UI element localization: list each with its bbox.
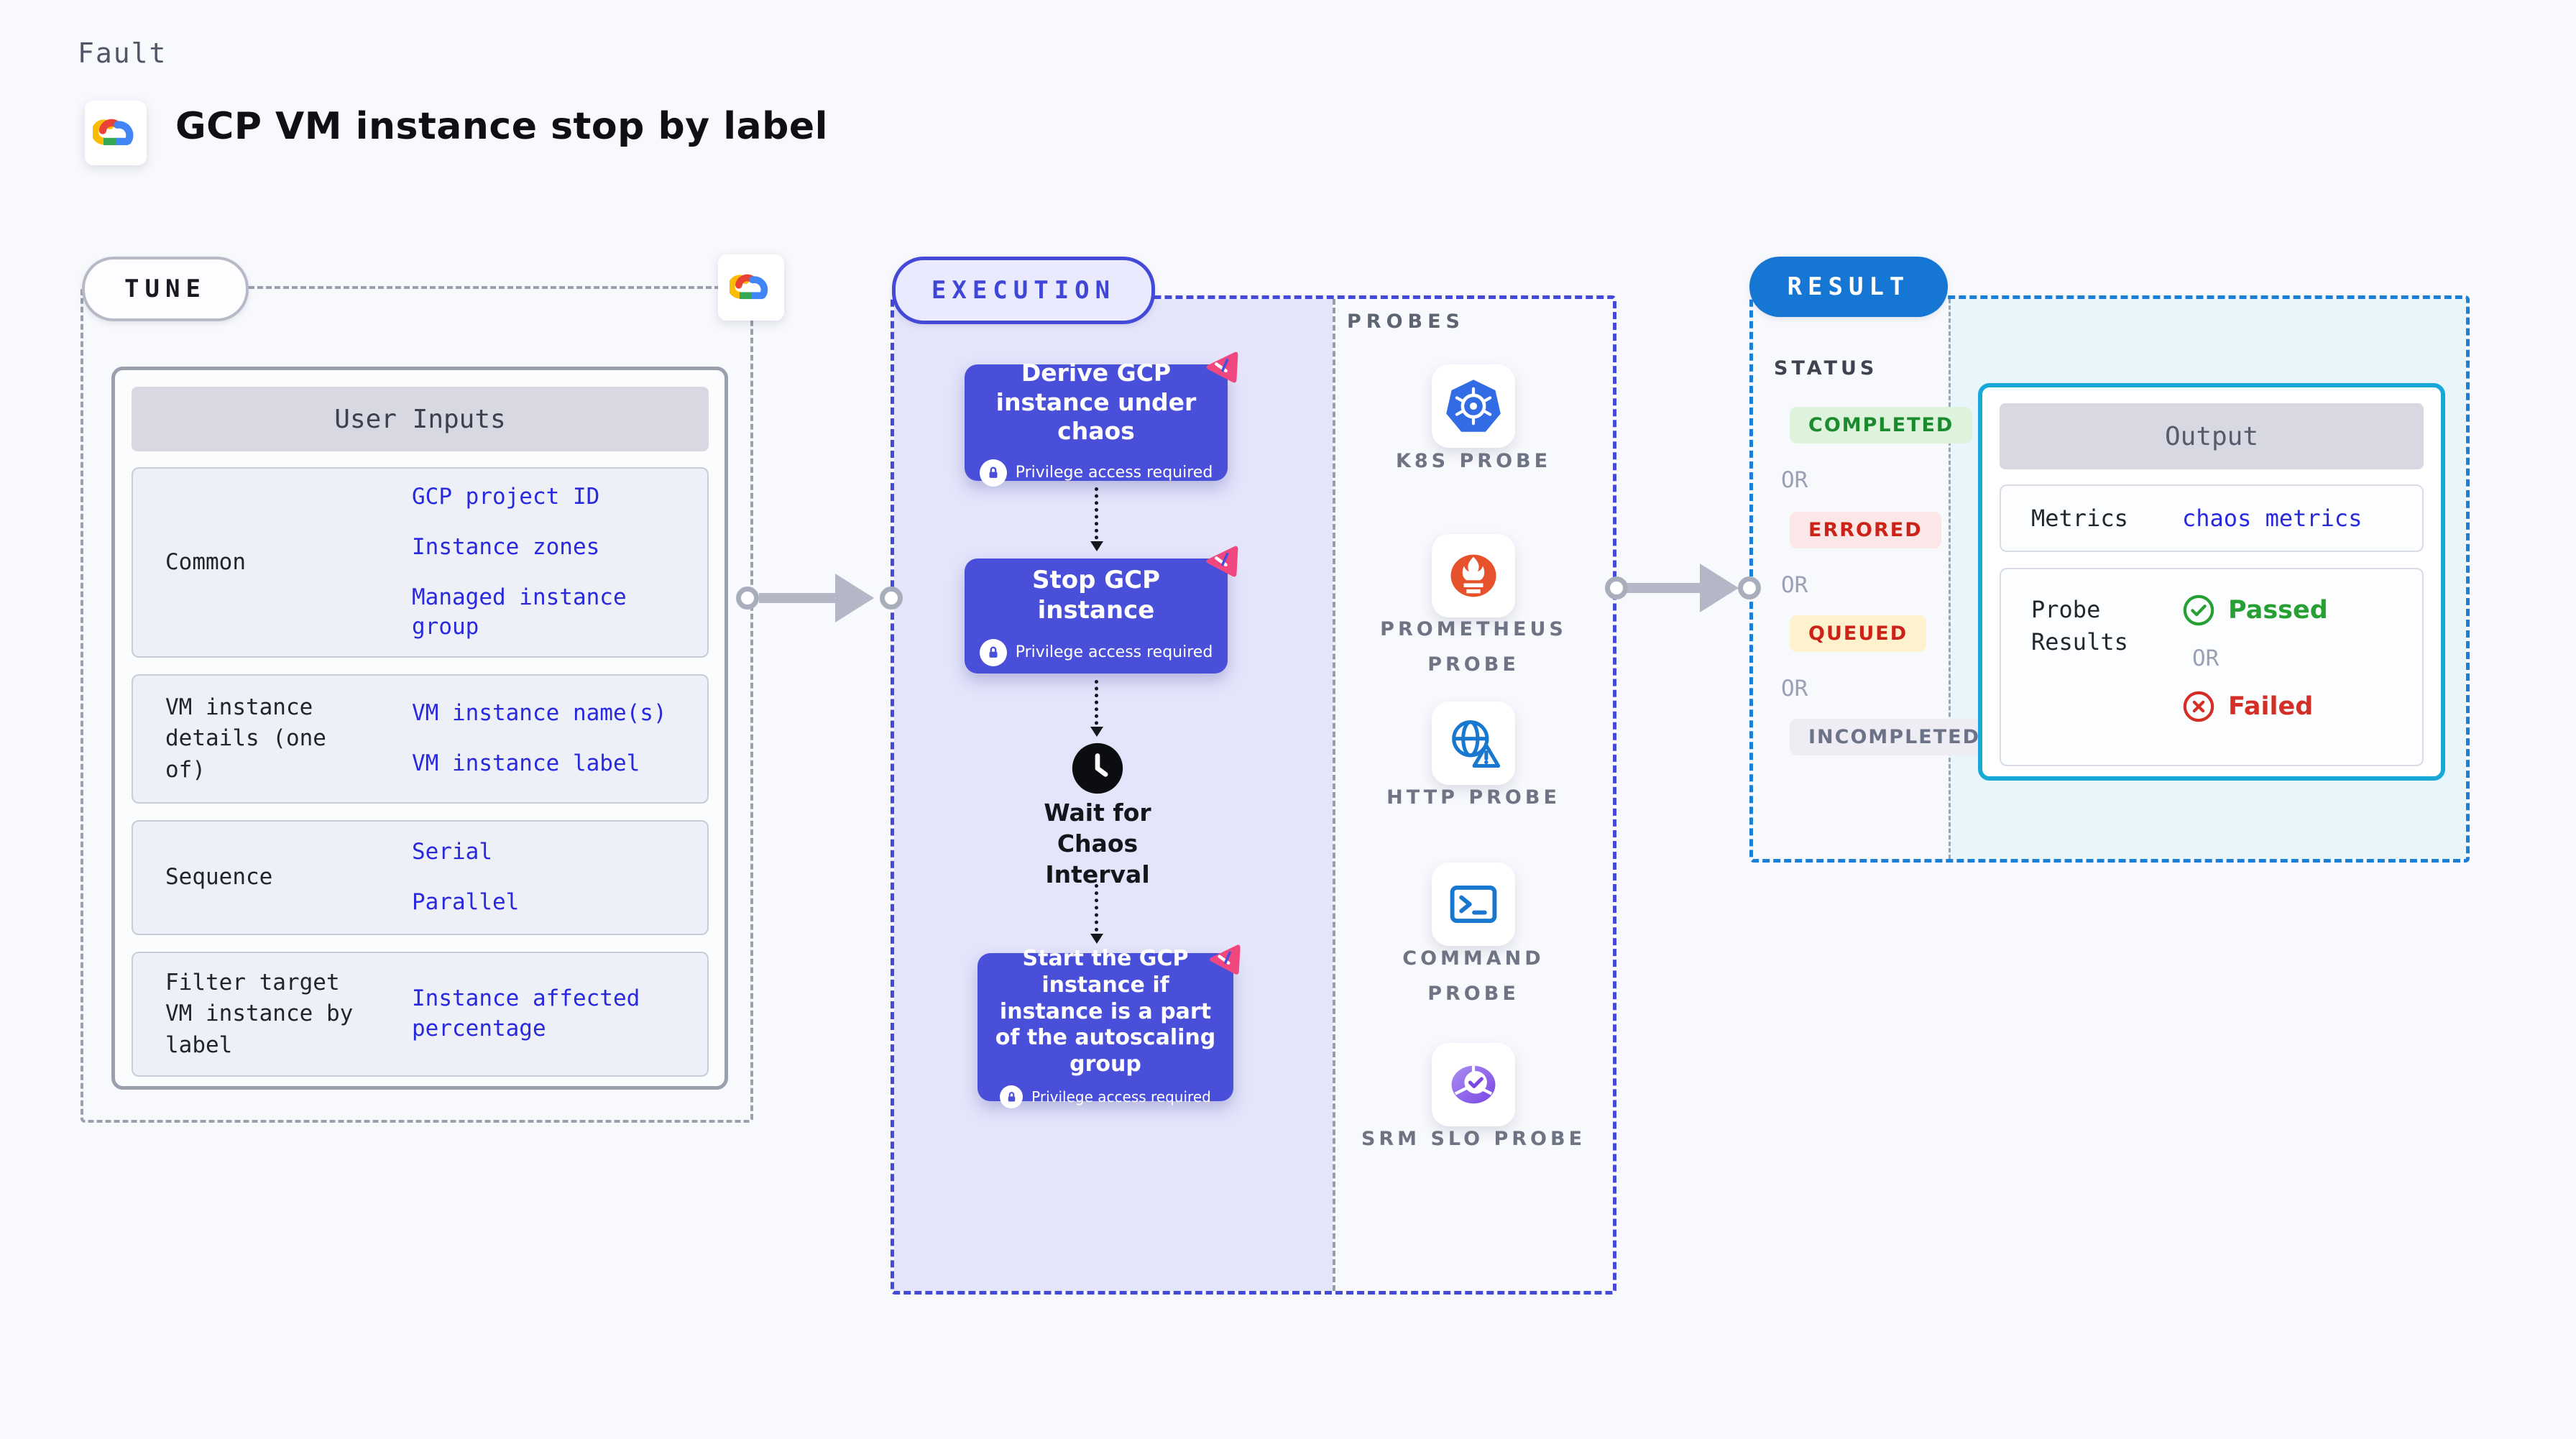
- probe-label: HTTP PROBE: [1386, 786, 1560, 809]
- clock-icon: [1071, 742, 1124, 795]
- result-pill: RESULT: [1749, 257, 1948, 317]
- arrow-tune-to-execution: [759, 574, 874, 622]
- litmus-chaos-icon: [1199, 541, 1242, 584]
- input-row-common: Common GCP project ID Instance zones Man…: [132, 467, 709, 658]
- fault-eyebrow: Fault: [78, 37, 167, 69]
- litmus-chaos-icon: [1202, 940, 1245, 983]
- terminal-icon: [1450, 885, 1497, 924]
- step-start-instance: Start the GCP instance if instance is a …: [978, 944, 1241, 1109]
- output-header: Output: [2000, 403, 2424, 469]
- slo-pie-icon: [1451, 1065, 1496, 1104]
- probes-heading: PROBES: [1347, 311, 1466, 333]
- page-title: GCP VM instance stop by label: [175, 105, 828, 148]
- probe-label: K8S PROBE: [1395, 450, 1552, 472]
- check-circle-icon: [2183, 594, 2214, 626]
- flow-arrow: [1090, 884, 1103, 944]
- input-link[interactable]: Instance affected percentage: [412, 985, 640, 1042]
- connector-port: [736, 587, 759, 610]
- status-badge-completed: COMPLETED: [1790, 407, 1973, 443]
- step-stop-instance: Stop GCP instance Privilege access requi…: [965, 546, 1238, 673]
- input-link[interactable]: Parallel: [412, 889, 520, 915]
- connector-port: [880, 587, 903, 610]
- connector-port: [1738, 576, 1761, 599]
- flow-arrow: [1090, 680, 1103, 737]
- input-row-sequence: Sequence Serial Parallel: [132, 820, 709, 935]
- input-link[interactable]: VM instance label: [412, 750, 640, 776]
- status-badge-errored: ERRORED: [1790, 512, 1941, 548]
- status-badge-queued: QUEUED: [1790, 615, 1927, 652]
- privilege-badge: Privilege access required: [1031, 1088, 1211, 1106]
- input-link[interactable]: Managed instance group: [412, 584, 627, 640]
- http-globe-icon: [1452, 720, 1501, 768]
- metrics-label: Metrics: [2031, 504, 2128, 532]
- probe-card-prometheus: [1432, 534, 1515, 617]
- probe-label: SRM SLO PROBE: [1361, 1128, 1586, 1150]
- privilege-badge: Privilege access required: [1015, 643, 1213, 662]
- input-row-filter: Filter target VM instance by label Insta…: [132, 952, 709, 1077]
- gcp-cloud-icon: [93, 119, 134, 145]
- lock-icon: [979, 638, 1007, 666]
- status-heading: STATUS: [1774, 357, 1878, 380]
- input-row-vm-details: VM instance details (one of) VM instance…: [132, 674, 709, 804]
- or-label: OR: [1781, 467, 1808, 493]
- or-label: OR: [1781, 676, 1808, 702]
- or-label: OR: [2192, 645, 2220, 671]
- probe-results-label: Probe Results: [2031, 596, 2128, 656]
- probe-label: COMMAND PROBE: [1402, 947, 1545, 1005]
- tune-pill: TUNE: [82, 257, 249, 321]
- user-inputs-header: User Inputs: [132, 387, 709, 451]
- flow-arrow: [1090, 487, 1103, 551]
- user-inputs-card: User Inputs Common GCP project ID Instan…: [111, 367, 728, 1090]
- or-label: OR: [1781, 572, 1808, 598]
- probe-results-row: Probe Results Passed OR Failed: [2000, 568, 2424, 766]
- step-title: Derive GCP instance under chaos: [995, 359, 1197, 446]
- input-link[interactable]: Serial: [412, 839, 492, 865]
- probe-card-k8s: [1432, 364, 1515, 448]
- probes-divider: [1333, 299, 1335, 1291]
- lock-icon: [1000, 1085, 1024, 1109]
- input-row-label: Common: [165, 548, 246, 575]
- probe-card-srm-slo: [1432, 1043, 1515, 1126]
- kubernetes-icon: [1446, 380, 1501, 432]
- connector-port: [1605, 576, 1628, 599]
- gcp-cloud-icon: [730, 274, 768, 300]
- gcp-logo: [85, 101, 147, 165]
- failed-label: Failed: [2228, 692, 2314, 721]
- metrics-row: Metrics chaos metrics: [2000, 484, 2424, 552]
- input-row-label: Filter target VM instance by label: [165, 969, 354, 1058]
- probe-card-command: [1432, 863, 1515, 946]
- step-derive-instance: Derive GCP instance under chaos Privileg…: [965, 351, 1238, 487]
- input-row-label: Sequence: [165, 864, 273, 891]
- output-card: Output Metrics chaos metrics Probe Resul…: [1978, 383, 2445, 781]
- prometheus-icon: [1450, 554, 1496, 597]
- gcp-logo-small: [718, 254, 784, 321]
- execution-pill: EXECUTION: [892, 257, 1155, 324]
- wait-step-label: Wait for Chaos Interval: [1044, 799, 1151, 888]
- arrow-execution-to-result: [1627, 564, 1739, 612]
- step-title: Start the GCP instance if instance is a …: [995, 945, 1216, 1077]
- probe-label: PROMETHEUS PROBE: [1380, 618, 1567, 676]
- input-row-label: VM instance details (one of): [165, 694, 326, 783]
- chaos-metrics-link[interactable]: chaos metrics: [2182, 505, 2363, 532]
- lock-icon: [979, 459, 1007, 487]
- litmus-chaos-icon: [1199, 347, 1242, 390]
- passed-label: Passed: [2228, 596, 2328, 625]
- step-title: Stop GCP instance: [1031, 566, 1161, 625]
- tune-section: [80, 286, 753, 1123]
- input-link[interactable]: Instance zones: [412, 533, 600, 560]
- input-link[interactable]: GCP project ID: [412, 483, 600, 510]
- input-link[interactable]: VM instance name(s): [412, 700, 667, 727]
- x-circle-icon: [2183, 691, 2214, 722]
- status-badge-incompleted: INCOMPLETED: [1790, 719, 1999, 755]
- result-divider: [1949, 299, 1951, 859]
- probe-card-http: [1432, 702, 1515, 785]
- privilege-badge: Privilege access required: [1015, 464, 1213, 482]
